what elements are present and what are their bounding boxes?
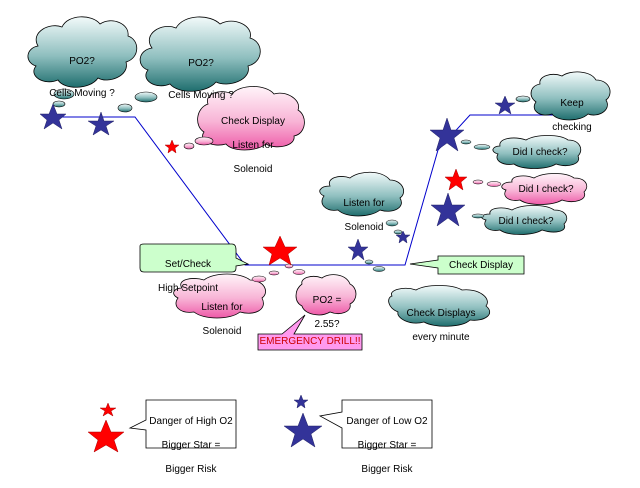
thought-cloud-po2-2 [117,16,261,113]
blue-star-large [39,103,67,130]
thought-every-minute-line2: every minute [412,332,470,343]
thought-po2-255-line2: 2.55? [314,319,340,330]
thought-po2-2-line1: PO2? [188,58,214,69]
dive-profile-line [55,114,555,266]
thought-cloud-listen-solenoid-1 [319,171,404,235]
legend-low-callout [318,399,433,449]
callout-setpoint-line2: High Setpoint [157,283,219,294]
thought-cloud-check-every-minute [364,259,491,327]
legend-red-star-large [87,419,125,453]
legend-red-star-small [99,402,117,417]
blue-star-medium [494,95,516,115]
thought-keep-checking-label: Keep checking [540,86,604,146]
callout-emergency-label: EMERGENCY DRILL!! [259,336,361,347]
legend-low-label: Danger of Low O2 Bigger Star = Bigger Ri… [342,404,432,488]
thought-po2-255-label: PO2 = 2.55? [302,283,352,343]
thought-po2-1-label: PO2? Cells Moving ? [40,44,124,112]
blue-star-large [430,192,466,227]
callout-check-display [409,255,525,275]
legend-low-line2: Bigger Star = [357,440,417,451]
thought-every-minute-label: Check Displays every minute [396,296,486,356]
legend-high-line2: Bigger Star = [161,440,221,451]
thought-cloud-po2-255 [284,263,357,316]
thought-did-i-check-1-label: Did I check? [512,147,568,158]
thought-po2-1-line1: PO2? [69,56,95,67]
legend-high-line1: Danger of High O2 [149,416,233,427]
thought-check-display-line1: Check Display [221,116,285,127]
thought-cloud-did-i-check-2 [472,173,588,205]
legend-low-line1: Danger of Low O2 [346,416,428,427]
thought-cloud-did-i-check-1 [460,135,582,169]
blue-star-large [87,111,115,136]
callout-setpoint-label: Set/Check High Setpoint [142,247,234,307]
thought-listen-solenoid-2-line1: Listen for [201,302,243,313]
blue-star-large [429,117,465,152]
callout-check-display-label: Check Display [449,260,513,271]
thought-listen-solenoid-1-label: Listen for Solenoid [326,186,402,246]
thought-did-i-check-2-label: Did I check? [518,184,574,195]
red-star-small [164,139,180,154]
thought-check-display-label: Check Display Listen for Solenoid [210,104,296,188]
thought-po2-2-label: PO2? Cells Moving ? [158,46,244,114]
thought-po2-1-line2: Cells Moving ? [49,88,115,99]
thought-listen-solenoid-2-label: Listen for Solenoid [182,290,262,350]
callout-setpoint-line1: Set/Check [164,259,212,270]
thought-keep-checking-line2: checking [552,122,592,133]
callout-emergency-drill [257,314,363,351]
thought-keep-checking-line1: Keep [560,98,584,109]
thought-cloud-check-display [183,86,305,151]
thought-every-minute-line1: Check Displays [406,308,476,319]
legend-blue-star-small [293,394,309,409]
thought-listen-solenoid-2-line2: Solenoid [202,326,242,337]
red-star-medium [444,168,468,191]
blue-star-small [395,230,411,244]
blue-star-medium [347,238,369,261]
thought-did-i-check-3-label: Did I check? [498,216,554,227]
legend-high-callout [128,399,237,449]
legend-low-line3: Bigger Risk [361,464,413,475]
thought-check-display-line3: Solenoid [233,164,273,175]
callout-setpoint [139,243,250,273]
thought-check-display-line2: Listen for [232,140,274,151]
legend-high-line3: Bigger Risk [165,464,217,475]
thought-po2-255-line1: PO2 = [312,295,342,306]
legend-high-label: Danger of High O2 Bigger Star = Bigger R… [146,404,236,488]
legend-high-o2 [87,399,237,453]
thought-po2-2-line2: Cells Moving ? [168,90,234,101]
thought-listen-solenoid-1-line1: Listen for [343,198,385,209]
thought-cloud-did-i-check-3 [471,205,568,235]
thought-cloud-keep-checking [515,71,611,121]
thought-cloud-po2-1 [27,16,138,108]
legend-low-o2 [283,394,433,449]
legend-blue-star-large [283,412,323,448]
red-star-large [262,235,298,266]
thought-listen-solenoid-1-line2: Solenoid [344,222,384,233]
thought-cloud-listen-solenoid-2 [173,270,280,319]
